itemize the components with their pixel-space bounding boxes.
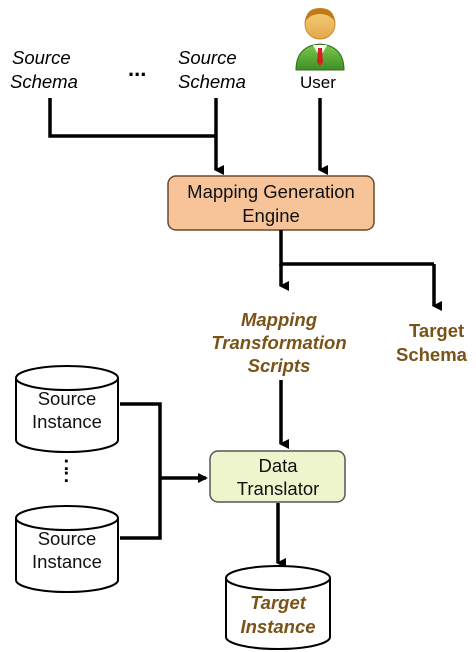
source-schema-1-line1: Source: [12, 47, 71, 68]
source-instance-2-cylinder: [15, 505, 119, 593]
source-schema-ellipsis: ...: [128, 56, 146, 81]
target-schema-label-line1: Target: [409, 320, 464, 341]
scripts-label-line3: Scripts: [248, 355, 311, 376]
target-instance-line1: Target: [250, 592, 307, 613]
user-icon: [295, 8, 345, 71]
target-instance-line2: Instance: [240, 616, 315, 637]
target-instance-cylinder: [225, 565, 331, 650]
scripts-label-line2: Transformation: [211, 332, 346, 353]
target-schema-label-line2: Schema: [396, 344, 468, 365]
mapping-generation-engine-box: [167, 175, 375, 231]
source-instance-1-line2: Instance: [32, 411, 102, 432]
schema1-connector: [48, 98, 216, 138]
source-schema-1-line2: Schema: [10, 71, 78, 92]
data-translator-box: [209, 450, 346, 503]
source-instance-1-line1: Source: [38, 388, 97, 409]
user-label: User: [300, 73, 336, 92]
scripts-label-line1: Mapping: [241, 309, 317, 330]
source-instance-1-cylinder: [15, 365, 119, 453]
engine-label-line2: Engine: [242, 205, 300, 226]
instance-ellipsis-1: :: [63, 453, 70, 475]
instance-ellipsis-2: :: [63, 465, 70, 487]
translator-label-line2: Translator: [237, 478, 320, 499]
translator-label-line1: Data: [258, 455, 298, 476]
instances-connector: [120, 402, 162, 540]
source-schema-2-line2: Schema: [178, 71, 246, 92]
source-instance-2-line2: Instance: [32, 551, 102, 572]
engine-label-line1: Mapping Generation: [187, 181, 355, 202]
source-schema-2-line1: Source: [178, 47, 237, 68]
engine-output-connector: [279, 230, 434, 266]
source-instance-2-line1: Source: [38, 528, 97, 549]
